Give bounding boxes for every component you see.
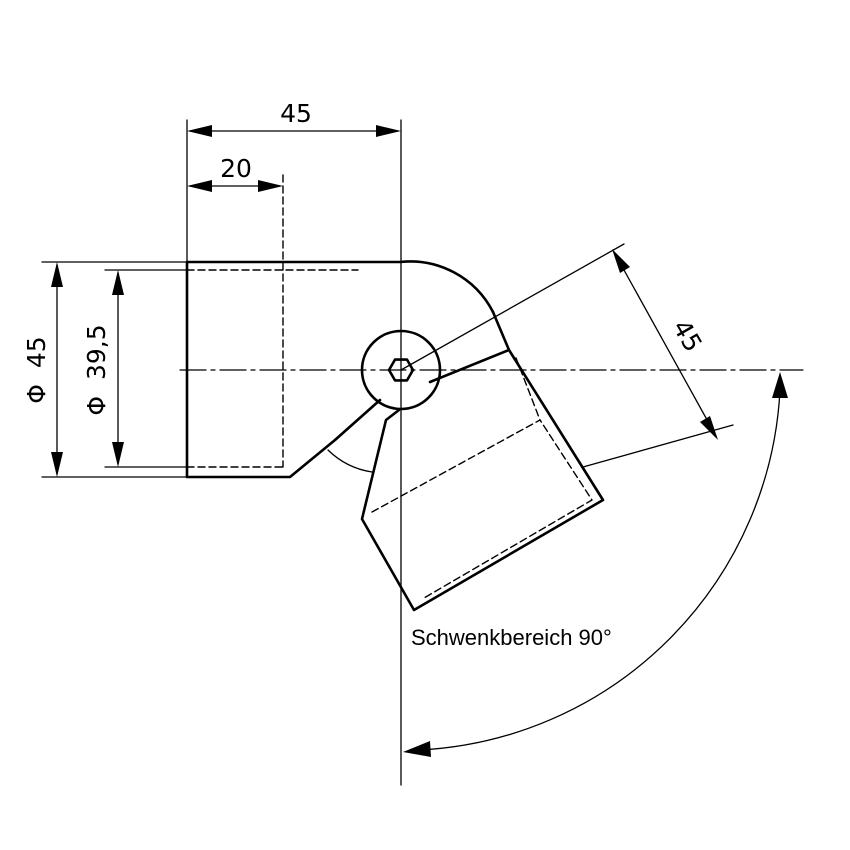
- center-lines: [179, 119, 804, 786]
- dim-inner-diameter: Φ 39,5: [82, 269, 188, 468]
- dim-overall-length-text: 45: [280, 99, 312, 128]
- swivel-range-indicator: Schwenkbereich 90°: [403, 372, 788, 757]
- swivel-arm: [360, 310, 605, 612]
- dim-outer-diameter-text: 45: [22, 336, 51, 368]
- dim-socket-depth-text: 20: [220, 154, 252, 183]
- dim-outer-diameter: Φ 45: [22, 261, 188, 478]
- swivel-arm-bore: [371, 357, 593, 599]
- fork-arc: [327, 449, 373, 473]
- dim-overall-length: 45: [186, 99, 401, 263]
- fixed-socket-outline: [185, 260, 495, 479]
- swivel-range-label: Schwenkbereich 90°: [411, 625, 612, 650]
- fixed-socket: [185, 174, 495, 479]
- swivel-arm-outline: [360, 310, 605, 612]
- swivel-range-arc: [419, 389, 781, 751]
- swivel-arrow-bottom: [403, 741, 431, 757]
- svg-text:Φ 45: Φ 45: [22, 336, 51, 403]
- swivel-arm-collar: [428, 348, 511, 384]
- dim-inner-diameter-text: 39,5: [82, 324, 111, 380]
- svg-text:Φ 39,5: Φ 39,5: [82, 324, 111, 415]
- diameter-symbol: Φ: [22, 384, 51, 404]
- dim-swivel-arm-length: 45: [400, 243, 734, 468]
- swivel-arrow-top: [772, 372, 788, 398]
- dim-swivel-arm-length-text: 45: [667, 315, 708, 357]
- fixed-socket-fork: [333, 398, 382, 442]
- dim-socket-depth: 20: [187, 154, 283, 192]
- diameter-symbol-inner: Φ: [82, 396, 111, 416]
- fixed-socket-bore: [186, 174, 359, 468]
